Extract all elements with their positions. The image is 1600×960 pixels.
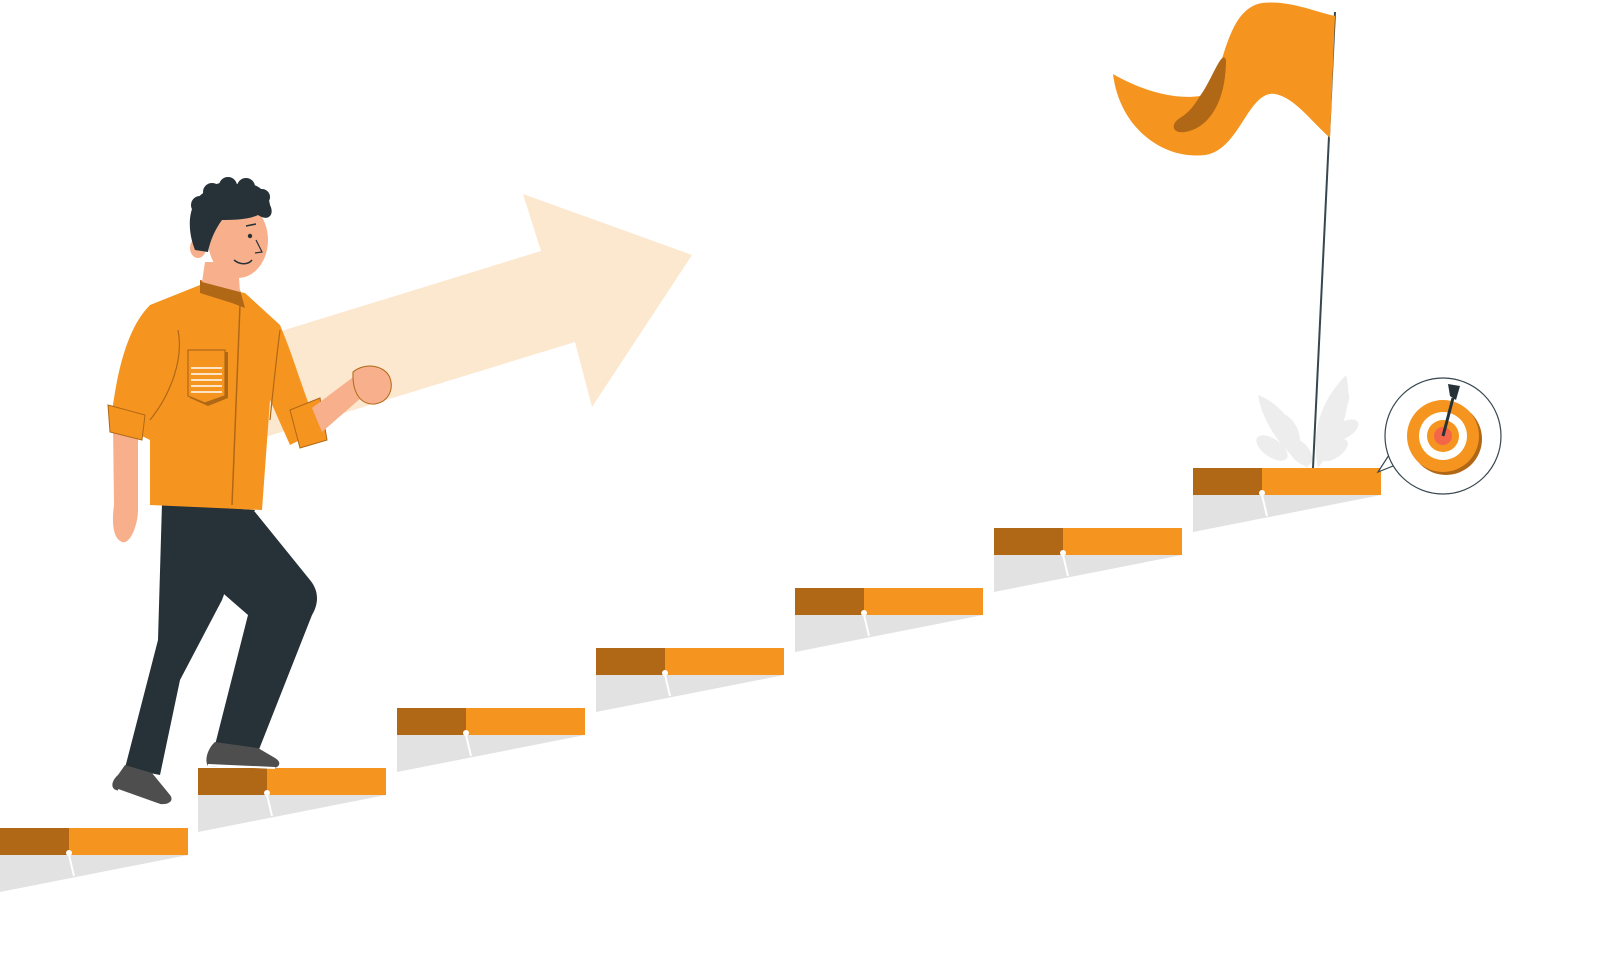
stair-step: [596, 648, 784, 712]
stair-step: [198, 768, 386, 832]
stair-step-top: [1193, 468, 1381, 532]
plant-icon: [1256, 375, 1359, 468]
head: [189, 177, 272, 278]
stair-step: [994, 528, 1182, 592]
shoe: [112, 765, 172, 806]
stair-step: [0, 828, 188, 892]
target-icon: [1376, 377, 1502, 495]
stairs: [0, 468, 1381, 892]
stair-step: [795, 588, 983, 652]
pocket: [187, 349, 228, 406]
person-climbing: [107, 177, 392, 806]
stair-step: [397, 708, 585, 772]
flag-icon: [1113, 2, 1336, 469]
shoe: [206, 742, 280, 769]
